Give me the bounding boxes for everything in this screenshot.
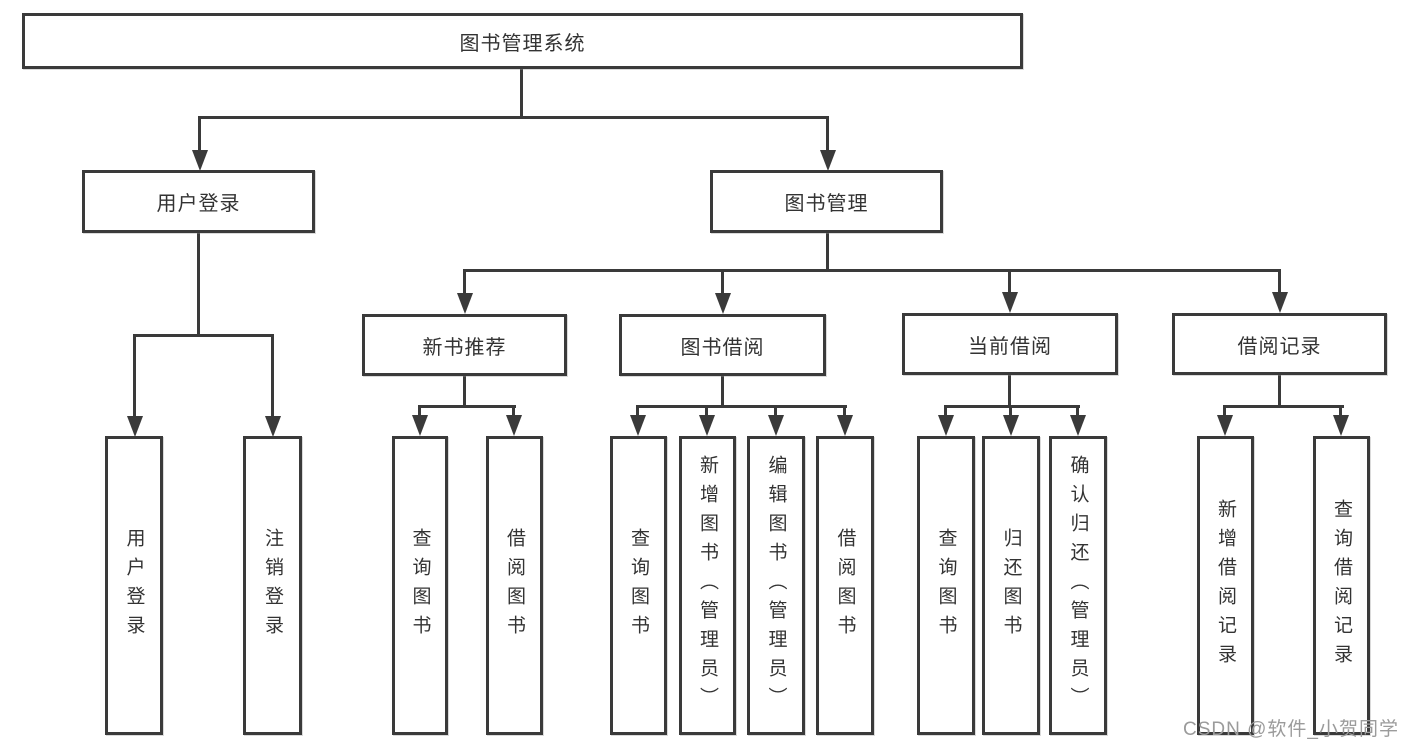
node-root: 图书管理系统 <box>22 13 1023 69</box>
leaf-cb-query-books: 查询图书 <box>917 436 975 735</box>
connector-drop-borrow-record <box>1278 269 1281 296</box>
connector-root-rail <box>198 116 829 119</box>
arrow-down-icon <box>192 150 208 171</box>
leaf-rec-query-books: 查询图书 <box>392 436 448 735</box>
node-book-borrow-label: 图书借阅 <box>680 336 765 359</box>
connector-new-rec-rail <box>418 405 516 408</box>
arrow-down-icon <box>699 415 715 436</box>
leaf-bb-edit-books-admin: 编辑图书（管理员） <box>747 436 805 735</box>
arrow-down-icon <box>1217 415 1233 436</box>
connector-drop <box>418 405 421 419</box>
connector-drop <box>944 405 947 419</box>
leaf-bb-query-books-label: 查询图书 <box>628 527 649 644</box>
connector-book-mgmt-stem <box>826 231 829 272</box>
leaf-cb-return-books: 归还图书 <box>982 436 1040 735</box>
arrow-down-icon <box>265 416 281 437</box>
arrow-down-icon <box>768 415 784 436</box>
leaf-logout-label: 注销登录 <box>262 527 283 644</box>
connector-drop <box>636 405 639 419</box>
arrow-down-icon <box>938 415 954 436</box>
connector-drop <box>1339 405 1342 419</box>
connector-user-login-rail <box>133 334 274 337</box>
connector-book-borrow-stem <box>721 374 724 408</box>
node-borrow-record: 借阅记录 <box>1172 313 1387 375</box>
node-root-label: 图书管理系统 <box>459 32 586 55</box>
node-new-rec-label: 新书推荐 <box>422 336 507 359</box>
leaf-rec-borrow-books-label: 借阅图书 <box>504 527 525 644</box>
arrow-down-icon <box>127 416 143 437</box>
leaf-bb-query-books: 查询图书 <box>610 436 667 735</box>
leaf-bb-edit-books-admin-label: 编辑图书（管理员） <box>765 455 787 716</box>
arrow-down-icon <box>506 415 522 436</box>
arrow-down-icon <box>837 415 853 436</box>
connector-book-borrow-rail <box>636 405 847 408</box>
leaf-br-add-record-label: 新增借阅记录 <box>1215 498 1236 673</box>
connector-drop <box>705 405 708 419</box>
connector-drop-user-login <box>198 116 201 154</box>
connector-drop <box>774 405 777 419</box>
connector-root-stem <box>520 66 523 119</box>
arrow-down-icon <box>457 293 473 314</box>
arrow-down-icon <box>630 415 646 436</box>
connector-borrow-record-stem <box>1278 374 1281 408</box>
arrow-down-icon <box>1333 415 1349 436</box>
connector-drop-current-borrow <box>1008 269 1011 296</box>
node-book-borrow: 图书借阅 <box>619 314 826 376</box>
node-book-mgmt: 图书管理 <box>710 170 943 233</box>
leaf-cb-confirm-return-admin: 确认归还（管理员） <box>1049 436 1107 735</box>
leaf-rec-borrow-books: 借阅图书 <box>486 436 543 735</box>
arrow-down-icon <box>1003 415 1019 436</box>
connector-drop-new-rec <box>463 269 466 296</box>
leaf-cb-query-books-label: 查询图书 <box>935 527 957 644</box>
csdn-watermark: CSDN @软件_小贺同学 <box>1183 719 1399 740</box>
node-current-borrow-label: 当前借阅 <box>968 335 1052 358</box>
connector-current-borrow-stem <box>1008 374 1011 408</box>
leaf-br-add-record: 新增借阅记录 <box>1197 436 1254 735</box>
leaf-bb-add-books-admin-label: 新增图书（管理员） <box>697 455 718 716</box>
arrow-down-icon <box>1272 292 1288 313</box>
node-user-login-label: 用户登录 <box>156 193 241 215</box>
arrow-down-icon <box>1002 292 1018 313</box>
node-user-login: 用户登录 <box>82 170 315 233</box>
connector-new-rec-stem <box>463 374 466 408</box>
connector-drop-leaf-login <box>133 334 136 418</box>
node-current-borrow: 当前借阅 <box>902 313 1118 375</box>
connector-drop-leaf-logout <box>271 334 274 418</box>
arrow-down-icon <box>820 150 836 171</box>
leaf-br-query-record-label: 查询借阅记录 <box>1331 498 1352 673</box>
leaf-bb-add-books-admin: 新增图书（管理员） <box>679 436 736 735</box>
leaf-cb-return-books-label: 归还图书 <box>1000 527 1022 644</box>
connector-current-borrow-rail <box>944 405 1080 408</box>
node-new-rec: 新书推荐 <box>362 314 567 376</box>
leaf-br-query-record: 查询借阅记录 <box>1313 436 1370 735</box>
connector-drop <box>1009 405 1012 419</box>
node-book-mgmt-label: 图书管理 <box>784 193 869 215</box>
connector-drop <box>843 405 846 419</box>
connector-book-mgmt-rail <box>463 269 1281 272</box>
arrow-down-icon <box>715 293 731 314</box>
connector-drop <box>512 405 515 419</box>
arrow-down-icon <box>412 415 428 436</box>
leaf-logout: 注销登录 <box>243 436 302 735</box>
connector-drop <box>1076 405 1079 419</box>
leaf-bb-borrow-books: 借阅图书 <box>816 436 874 735</box>
leaf-user-login-label: 用户登录 <box>123 527 145 644</box>
connector-user-login-stem <box>197 231 200 336</box>
connector-borrow-record-rail <box>1223 405 1344 408</box>
leaf-user-login: 用户登录 <box>105 436 163 735</box>
leaf-bb-borrow-books-label: 借阅图书 <box>834 527 856 644</box>
connector-drop-book-mgmt <box>826 116 829 154</box>
connector-drop <box>1223 405 1226 419</box>
leaf-cb-confirm-return-admin-label: 确认归还（管理员） <box>1067 455 1089 716</box>
node-borrow-record-label: 借阅记录 <box>1237 335 1322 358</box>
connector-drop-book-borrow <box>721 269 724 296</box>
leaf-rec-query-books-label: 查询图书 <box>409 527 431 644</box>
arrow-down-icon <box>1070 415 1086 436</box>
